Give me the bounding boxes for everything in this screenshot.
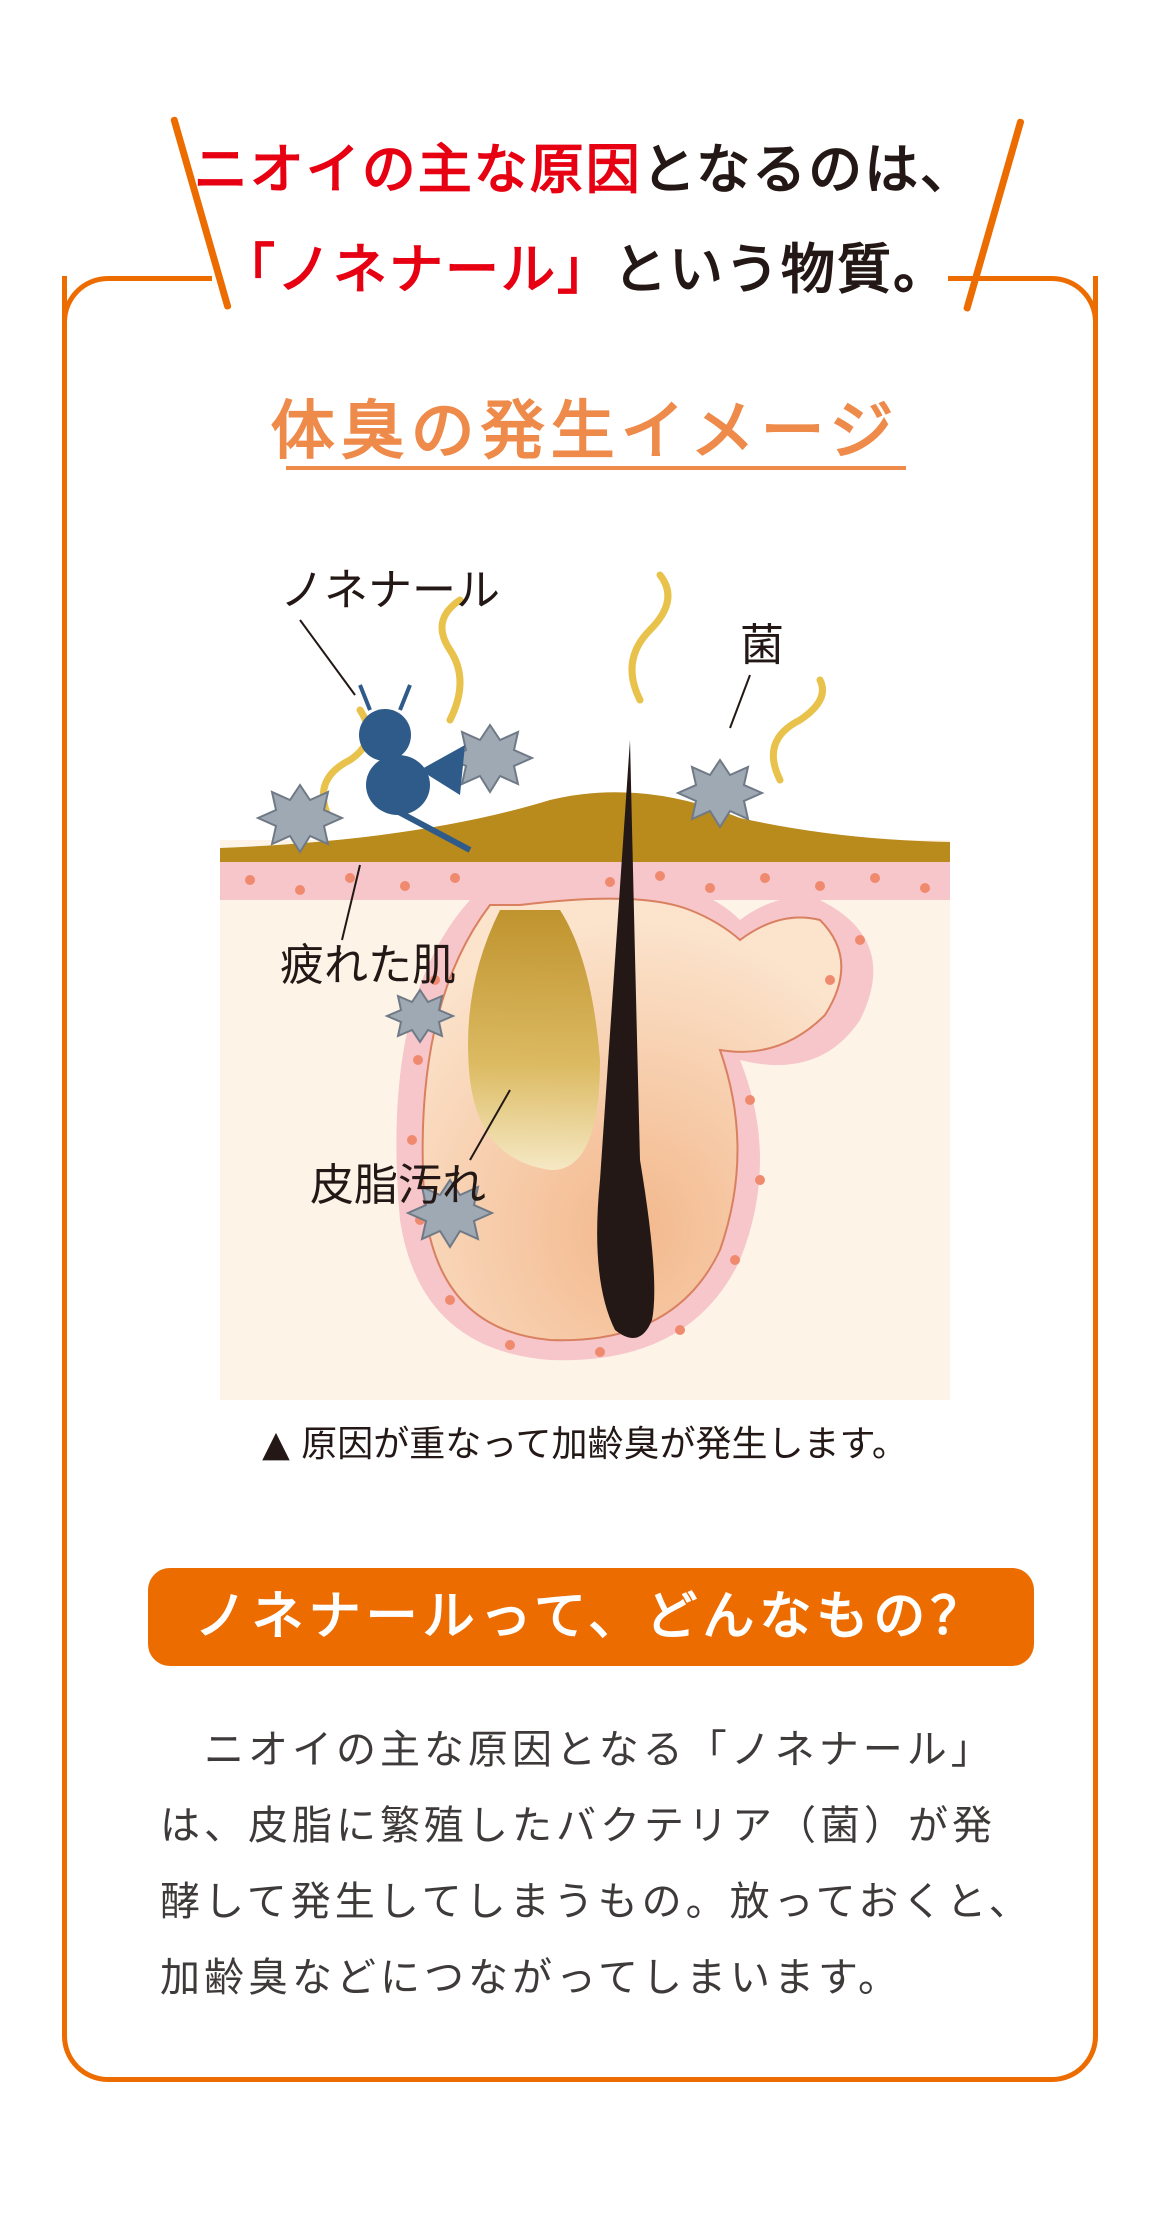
leader-lines: [299, 619, 751, 1161]
illustration-caption: ▲ 原因が重なって加齢臭が発生します。: [262, 1424, 908, 1465]
headline-black-1: となるのは、: [641, 138, 977, 201]
section-title: 体臭の発生イメージ: [270, 395, 900, 469]
body-line: 加齢臭などにつながってしまいます。: [160, 1955, 902, 2001]
section-title-underline: [286, 466, 906, 470]
headline-red-1: ニオイの主な原因: [193, 138, 642, 201]
hair-strand: [597, 740, 655, 1338]
label-bacteria: 菌: [740, 620, 784, 671]
frame-corner-left: [62, 276, 212, 336]
label-nonenal: ノネナール: [280, 565, 500, 616]
label-sebum-dirt: 皮脂汚れ: [310, 1160, 486, 1211]
body-odor-illustration: ノネナール 菌 疲れた肌 皮脂汚れ: [220, 565, 950, 1400]
body-line: 酵して発生してしまうもの。放っておくと、: [160, 1879, 1033, 1925]
body-line: は、皮脂に繁殖したバクテリア（菌）が発: [160, 1803, 996, 1849]
bacteria-icons: [255, 723, 765, 1249]
content-frame: [62, 276, 1098, 2082]
label-tired-skin: 疲れた肌: [280, 940, 456, 991]
question-banner: ノネナールって、どんなもの？: [148, 1568, 1034, 1666]
sebum-film: [220, 792, 950, 862]
headline-line-1: ニオイの主な原因となるのは、: [0, 120, 1170, 220]
headline-black-2: という物質。: [613, 238, 949, 301]
skin-dots: [245, 871, 930, 1357]
explanation-text: ニオイの主な原因となる「ノネナール」 は、皮脂に繁殖したバクテリア（菌）が発 酵…: [160, 1712, 1040, 2016]
frame-corner-right: [948, 276, 1098, 336]
headline-red-2: 「ノネナール」: [221, 238, 613, 301]
headline: ニオイの主な原因となるのは、 「ノネナール」という物質。: [0, 120, 1170, 320]
body-line: ニオイの主な原因となる「ノネナール」: [160, 1727, 995, 1773]
headline-line-2: 「ノネナール」という物質。: [0, 220, 1170, 320]
nonenal-character: [358, 684, 472, 853]
